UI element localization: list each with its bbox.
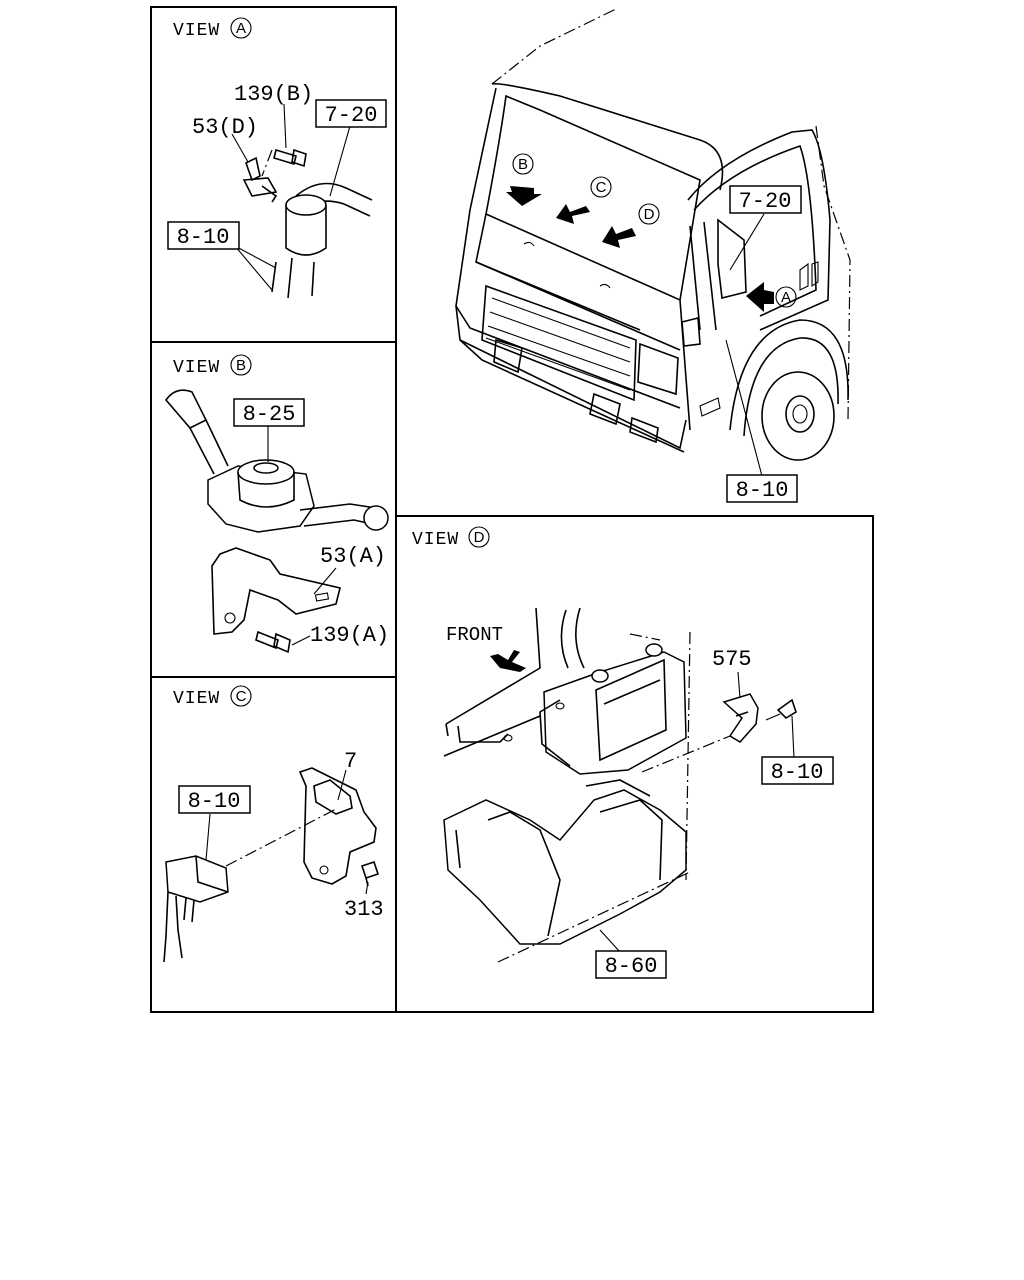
svg-text:VIEW: VIEW <box>173 689 220 709</box>
arrow-down-left-icon <box>556 204 590 224</box>
view-a-drawing <box>231 103 373 299</box>
front-arrow-icon <box>490 650 526 672</box>
view-c-drawing <box>163 767 380 963</box>
view-b-circle-icon <box>230 354 252 376</box>
view-d-drawing <box>443 607 797 963</box>
svg-text:C: C <box>596 179 607 196</box>
view-c-title: VIEW C <box>173 685 252 709</box>
truck-marker-d: D <box>602 203 660 248</box>
left-panel-frame <box>150 6 397 1013</box>
svg-text:VIEW: VIEW <box>412 530 459 550</box>
svg-text:B: B <box>518 156 528 173</box>
label-box-8-10-a <box>167 221 240 250</box>
view-b-drawing <box>164 389 389 654</box>
view-a-circle-icon <box>230 17 252 39</box>
label-8-60: 8-60 <box>605 954 658 979</box>
label-53a: 53(A) <box>320 544 386 569</box>
arrow-left-icon <box>746 282 774 312</box>
arrow-down-left-icon <box>602 226 636 248</box>
label-53d: 53(D) <box>192 115 258 140</box>
svg-text:A: A <box>781 289 791 306</box>
label-box-8-10-d <box>761 756 834 785</box>
svg-text:C: C <box>236 688 247 705</box>
label-truck-8-10: 8-10 <box>736 478 789 503</box>
label-box-7-20 <box>315 99 387 128</box>
label-box-truck-8-10 <box>726 474 798 503</box>
label-7: 7 <box>344 749 357 774</box>
svg-text:D: D <box>644 206 655 223</box>
label-313: 313 <box>344 897 384 922</box>
label-139a: 139(A) <box>310 623 389 648</box>
label-7-20: 7-20 <box>325 103 378 128</box>
label-8-25: 8-25 <box>243 402 296 427</box>
truck-drawing <box>455 7 851 477</box>
label-front: FRONT <box>446 624 503 646</box>
view-b-title: VIEW B <box>173 354 252 378</box>
truck-marker-a: A <box>746 282 797 312</box>
svg-text:VIEW: VIEW <box>173 358 220 378</box>
view-d-frame <box>395 515 874 1013</box>
arrow-down-icon <box>506 186 542 206</box>
view-a-title: VIEW A <box>173 17 252 41</box>
label-box-8-10-c <box>178 785 251 814</box>
label-box-truck-7-20 <box>729 185 802 214</box>
label-8-10-a: 8-10 <box>177 225 230 250</box>
label-575: 575 <box>712 647 752 672</box>
view-d-circle-icon <box>468 526 490 548</box>
label-truck-7-20: 7-20 <box>739 189 792 214</box>
view-d-title: VIEW D <box>412 526 490 550</box>
label-8-10-d: 8-10 <box>771 760 824 785</box>
label-139b: 139(B) <box>234 82 313 107</box>
label-box-8-60 <box>595 950 667 979</box>
svg-text:D: D <box>474 529 485 546</box>
svg-text:B: B <box>236 357 246 374</box>
truck-marker-c: C <box>556 176 612 224</box>
svg-text:VIEW: VIEW <box>173 21 220 41</box>
view-c-circle-icon <box>230 685 252 707</box>
truck-marker-b: B <box>506 153 542 206</box>
svg-text:A: A <box>236 20 246 37</box>
label-8-10-c: 8-10 <box>188 789 241 814</box>
label-box-8-25 <box>233 398 305 427</box>
